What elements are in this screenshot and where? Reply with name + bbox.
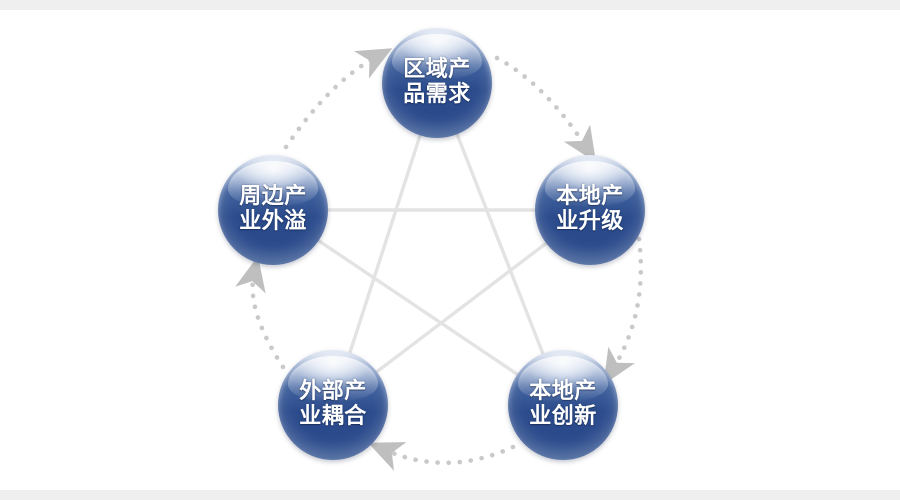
node-regional-product-demand[interactable]: 区域产 品需求 (382, 28, 492, 138)
node-label: 外部产 业耦合 (299, 379, 367, 429)
cycle-dotted-arcs (235, 48, 644, 471)
arc-bottom-left-to-left (235, 256, 286, 370)
arc-top-to-right (494, 55, 597, 163)
arc-right-to-bottom-right (603, 236, 644, 385)
bottom-edge-band (0, 490, 900, 500)
node-label: 周边产 业外溢 (239, 184, 307, 234)
arc-left-to-top (283, 48, 393, 150)
node-peripheral-industry-spillover[interactable]: 周边产 业外溢 (218, 155, 328, 265)
node-local-industry-innovation[interactable]: 本地产 业创新 (508, 350, 618, 460)
node-label: 本地产 业创新 (529, 379, 597, 429)
star-line-top-to-bottom-left (331, 81, 439, 407)
star-line-bottom-right-to-left (271, 208, 565, 407)
node-label: 本地产 业升级 (556, 184, 624, 234)
star-line-top-to-bottom-right (435, 81, 565, 407)
node-external-industry-coupling[interactable]: 外部产 业耦合 (278, 350, 388, 460)
top-edge-band (0, 0, 900, 10)
arc-bottom-right-to-bottom-left (368, 442, 516, 471)
node-local-industry-upgrade[interactable]: 本地产 业升级 (535, 155, 645, 265)
node-label: 区域产 品需求 (403, 57, 471, 107)
